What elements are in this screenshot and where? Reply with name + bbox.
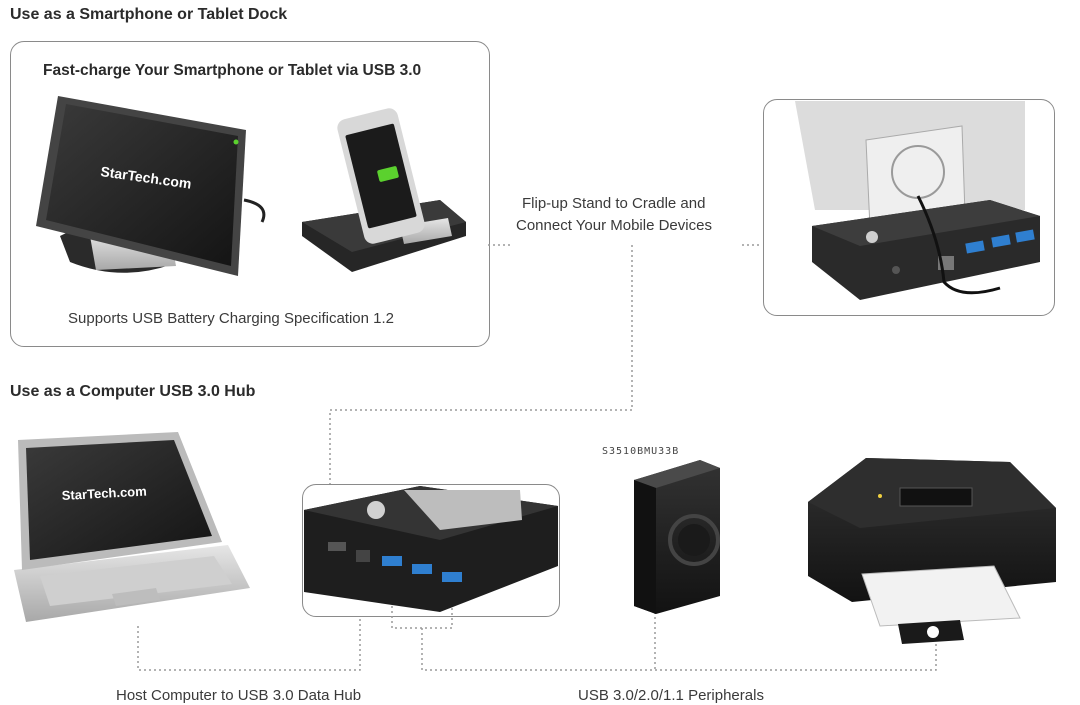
flip-stand-callout-line1: Flip-up Stand to Cradle and [522,195,706,212]
host-computer-label: Host Computer to USB 3.0 Data Hub [116,687,362,704]
peripherals-label: USB 3.0/2.0/1.1 Peripherals [578,687,764,704]
flip-stand-callout-line2: Connect Your Mobile Devices [516,217,712,234]
dock-panel-title: Fast-charge Your Smartphone or Tablet vi… [43,62,422,79]
tablet-on-dock-illustration: StarTech.com [36,96,266,276]
dock-panel-footer: Supports USB Battery Charging Specificat… [68,310,395,327]
printer-illustration [808,458,1056,644]
laptop-illustration: StarTech.com [14,432,250,622]
connector-lines [137,244,937,671]
enclosure-model-number: S3510BMU33B [602,446,680,457]
laptop-screen-logo: StarTech.com [61,484,147,503]
drive-enclosure-illustration [634,460,720,614]
dock-section-heading: Use as a Smartphone or Tablet Dock [10,6,288,23]
hub-section-heading: Use as a Computer USB 3.0 Hub [10,383,256,400]
phone-on-dock-illustration [302,108,466,272]
hub-closeup-illustration [304,486,558,612]
stand-closeup-illustration [795,101,1040,300]
